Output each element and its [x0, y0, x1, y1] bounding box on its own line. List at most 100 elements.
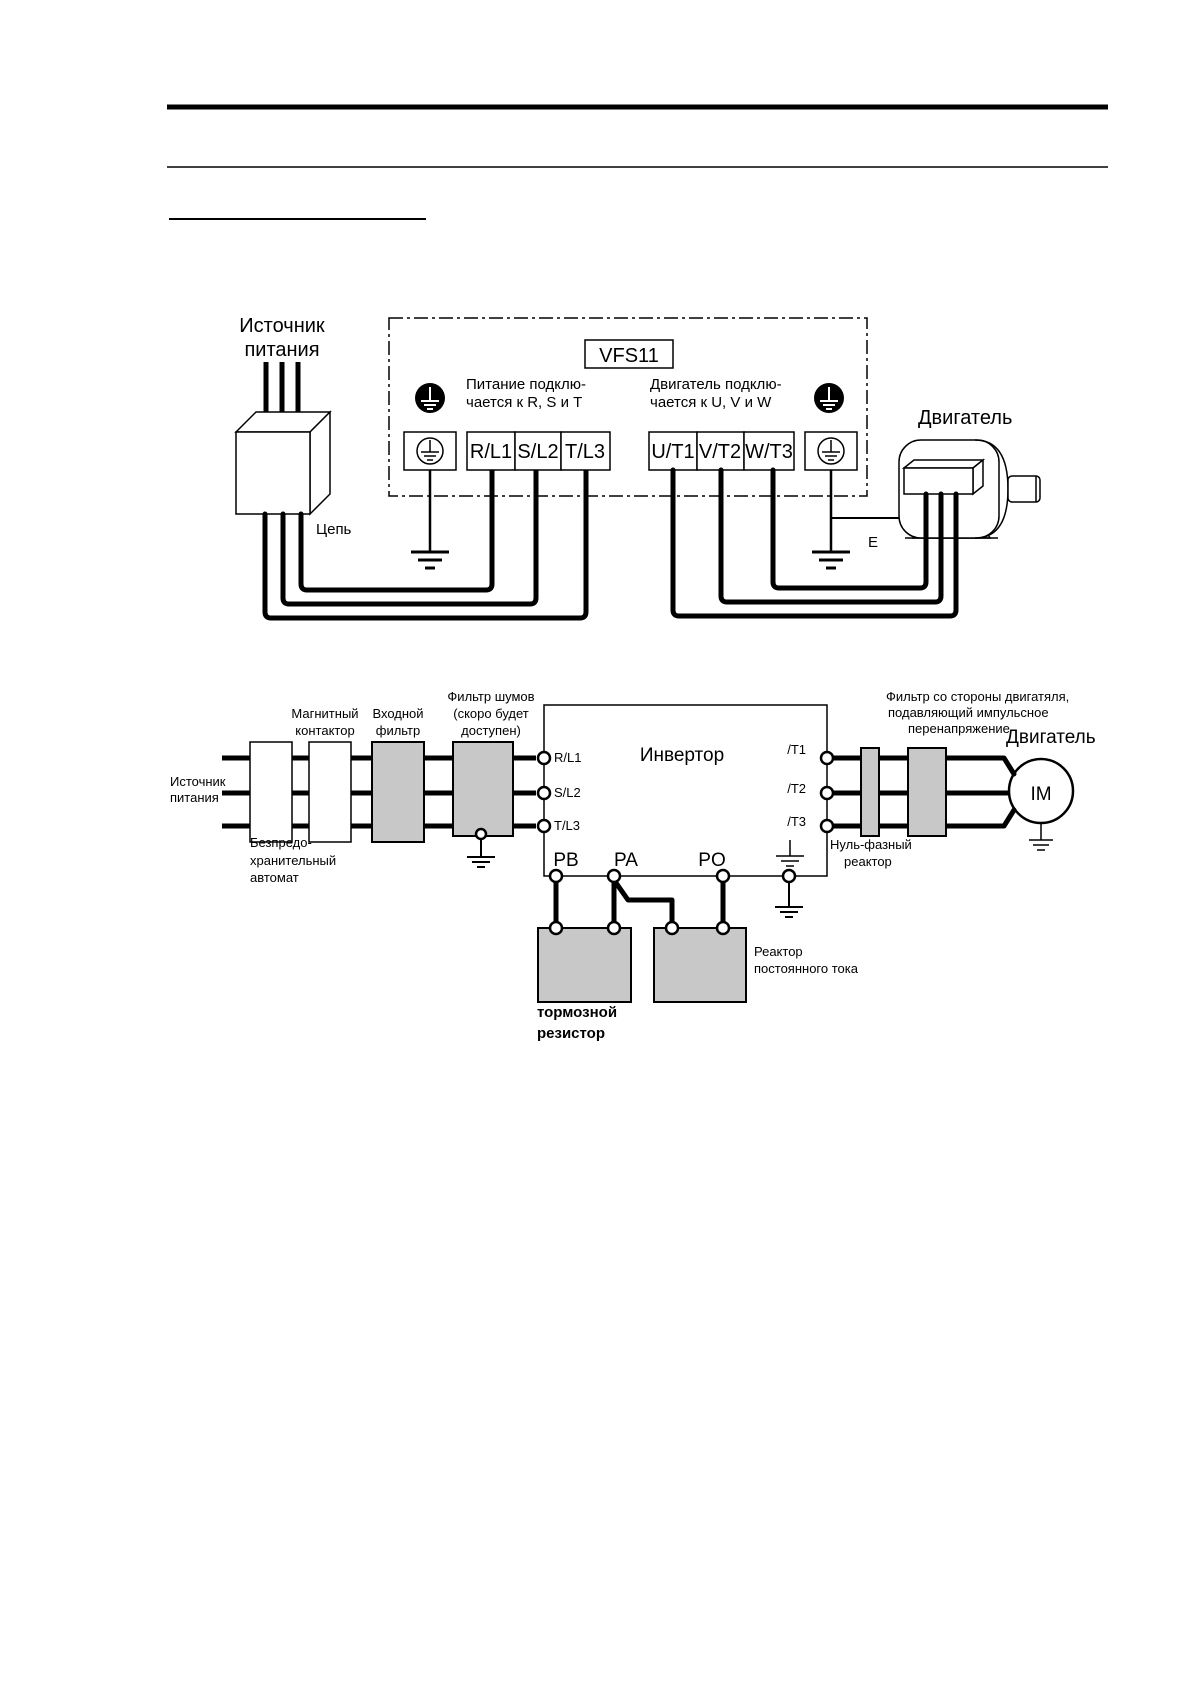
noise-filter-label-1: Фильтр шумов	[447, 689, 534, 704]
terminal-s	[514, 431, 562, 471]
ground-icon	[812, 550, 850, 570]
ground-icon	[776, 855, 804, 867]
terminal-w-label: W/T3	[745, 441, 793, 463]
output-line-3-bend	[1001, 807, 1017, 829]
terminal-u	[648, 431, 698, 471]
motor-note-2: чается к U, V и W	[650, 394, 772, 411]
motor-filter-label-2: подавляющий импульсное	[888, 705, 1049, 720]
motor-label: Двигатель	[1006, 727, 1096, 748]
zero-phase-reactor-box	[860, 747, 880, 837]
terminal-s	[536, 785, 552, 801]
input-filter-box	[371, 741, 425, 843]
contactor-label-1: Магнитный	[291, 706, 358, 721]
input-filter-label-1: Входной	[372, 706, 423, 721]
power-source-label-2: питания	[244, 339, 319, 361]
ground-icon	[1029, 839, 1053, 851]
noise-filter-label-3: доступен)	[461, 723, 521, 738]
ground-icon	[467, 856, 495, 868]
terminal-t-label: T/L3	[565, 441, 605, 463]
wire-r	[298, 467, 495, 593]
brake-resistor-box	[537, 927, 632, 1003]
motor-icon	[898, 439, 1041, 539]
brake-resistor-terminal-1	[548, 920, 564, 936]
terminal-s-label: S/L2	[554, 785, 581, 800]
terminal-t	[536, 818, 552, 834]
wire-u	[670, 467, 959, 619]
power-note-1: Питание подклю-	[466, 376, 586, 393]
power-source-label-1: Источник	[239, 315, 325, 337]
contactor-box	[308, 741, 352, 843]
wire-s	[280, 467, 539, 607]
wire-t	[262, 467, 589, 621]
wiring-diagram: Источник питания Цепь VFS11	[234, 315, 1041, 621]
zero-phase-reactor-label-1: Нуль-фазный	[830, 837, 912, 852]
breaker-box	[249, 741, 293, 843]
circuit-label: Цепь	[316, 521, 352, 538]
connection-diagram: Источник питания Безпредо- хранительный …	[170, 689, 1096, 1042]
motor-symbol: IM	[1030, 784, 1051, 805]
ground-icon	[775, 906, 803, 918]
inverter-label: Инвертор	[640, 745, 724, 766]
vfs11-enclosure	[388, 317, 868, 497]
brake-resistor-label-2: резистор	[537, 1025, 605, 1042]
terminal-u-label: U/T1	[651, 441, 694, 463]
terminal-pa	[606, 868, 622, 884]
terminal-t1	[819, 750, 835, 766]
terminal-t2	[819, 785, 835, 801]
terminal-t3-label: /T3	[787, 814, 806, 829]
terminal-pb	[548, 868, 564, 884]
power-source-label-1: Источник	[170, 774, 226, 789]
earth-terminal-icon	[804, 431, 858, 471]
wire-w	[770, 467, 929, 591]
noise-filter-earth-terminal	[474, 827, 488, 841]
terminal-t2-label: /T2	[787, 781, 806, 796]
zero-phase-reactor-label-2: реактор	[844, 854, 892, 869]
ground-icon	[814, 383, 844, 413]
output-line-1-bend	[1001, 755, 1017, 777]
inverter-box	[543, 704, 828, 877]
motor-filter-box	[907, 747, 947, 837]
motor-note-1: Двигатель подклю-	[650, 376, 782, 393]
dc-reactor-terminal-1	[664, 920, 680, 936]
motor-filter-label-1: Фильтр со стороны двигатяля,	[886, 689, 1069, 704]
input-filter-label-2: фильтр	[376, 723, 420, 738]
noise-filter-label-2: (скоро будет	[453, 706, 529, 721]
reactor-wire-pa	[611, 877, 675, 929]
breaker-label-2: хранительный	[250, 853, 336, 868]
dc-reactor-box	[653, 927, 747, 1003]
breaker-label-3: автомат	[250, 870, 299, 885]
brake-resistor-label-1: тормозной	[537, 1004, 617, 1021]
terminal-t-label: T/L3	[554, 818, 580, 833]
inverter-earth-terminal	[781, 868, 797, 884]
earth-terminal-icon	[403, 431, 457, 471]
ground-icon	[415, 383, 445, 413]
terminal-w	[743, 431, 795, 471]
earth-label: E	[868, 534, 878, 551]
terminal-r	[466, 431, 516, 471]
dc-reactor-label-1: Реактор	[754, 944, 803, 959]
contactor-label-2: контактор	[295, 723, 354, 738]
wire-v	[718, 467, 944, 605]
brake-resistor-terminal-2	[606, 920, 622, 936]
breaker-box	[234, 410, 332, 516]
terminal-s-label: S/L2	[517, 441, 558, 463]
terminal-r-label: R/L1	[470, 441, 512, 463]
motor-filter-label-3: перенапряжение	[908, 721, 1010, 736]
terminal-pa-label: PA	[614, 850, 638, 871]
terminal-t1-label: /T1	[787, 742, 806, 757]
model-label-box	[584, 339, 674, 369]
power-source-label-2: питания	[170, 790, 219, 805]
power-note-2: чается к R, S и T	[466, 394, 582, 411]
terminal-v	[696, 431, 745, 471]
model-label: VFS11	[599, 345, 659, 367]
terminal-r-label: R/L1	[554, 750, 581, 765]
noise-filter-box	[452, 741, 514, 837]
terminal-t	[560, 431, 611, 471]
terminal-v-label: V/T2	[699, 441, 741, 463]
ground-icon	[411, 550, 449, 570]
terminal-r	[536, 750, 552, 766]
dc-reactor-terminal-2	[715, 920, 731, 936]
terminal-po-label: PO	[698, 850, 725, 871]
terminal-t3	[819, 818, 835, 834]
